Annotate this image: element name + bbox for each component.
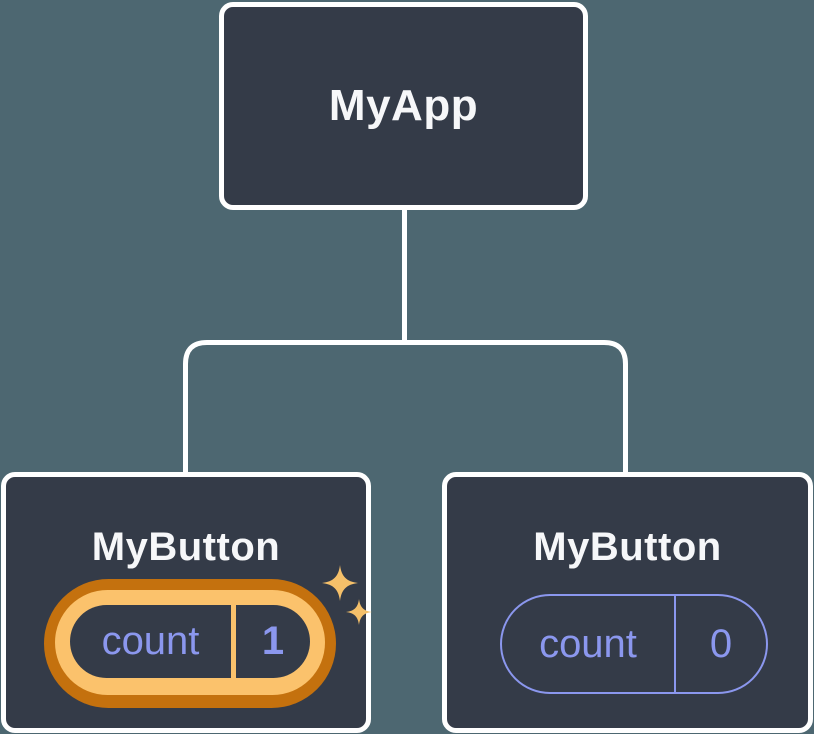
- state-key-label: count: [539, 621, 637, 666]
- sparkles-icon: [322, 565, 372, 625]
- child-node-right-label: MyButton: [533, 525, 722, 569]
- child-node-left: MyButton count 1: [1, 472, 372, 733]
- connector-bracket: [183, 340, 628, 476]
- sparkle-large: [322, 565, 358, 601]
- state-value-cell: 0: [676, 596, 766, 692]
- root-node: MyApp: [219, 2, 588, 210]
- sparkle-small: [346, 599, 372, 625]
- state-pill-highlighted: count 1: [44, 579, 336, 708]
- state-pill-gold-ring: count 1: [55, 590, 325, 695]
- state-pill-plain: count 0: [500, 594, 768, 694]
- pill-divider: [231, 605, 236, 678]
- child-node-left-label: MyButton: [91, 525, 281, 569]
- pill-divider: [674, 596, 676, 692]
- child-node-right: MyButton count 0: [442, 472, 813, 733]
- state-key-cell: count: [70, 605, 231, 678]
- state-pill-body: count 1: [70, 605, 310, 678]
- state-key-label: count: [101, 619, 200, 663]
- state-value: 0: [709, 621, 733, 666]
- state-value: 1: [261, 619, 285, 663]
- state-value-cell: 1: [236, 605, 310, 678]
- state-key-cell: count: [502, 596, 674, 692]
- root-node-label: MyApp: [328, 81, 479, 130]
